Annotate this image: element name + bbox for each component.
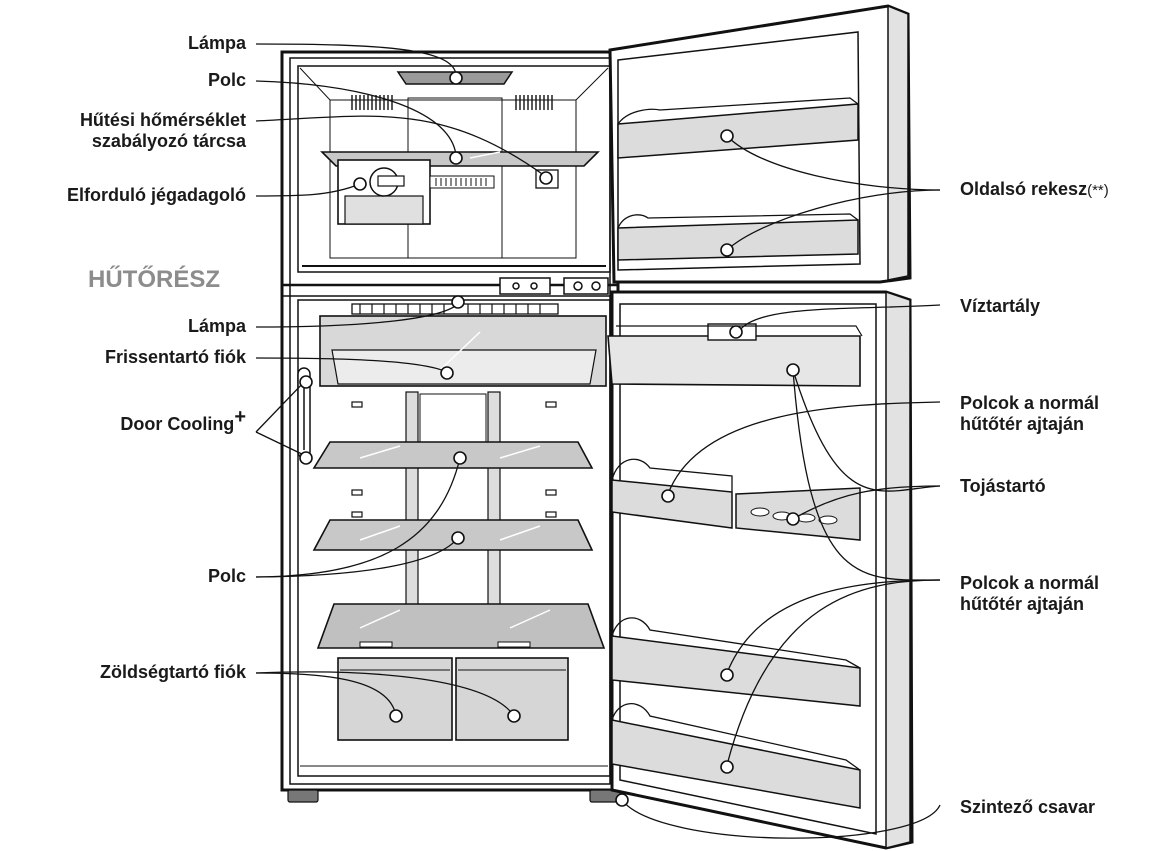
label-door-shelves-1: Polcok a normál hűtőtér ajtaján xyxy=(960,393,1099,435)
label-temp-dial: Hűtési hőmérséklet szabályozó tárcsa xyxy=(20,110,246,152)
fridge-compartment xyxy=(297,299,611,777)
label-temp-dial-line1: Hűtési hőmérséklet xyxy=(79,110,246,130)
label-door-shelves-2-line1: Polcok a normál xyxy=(960,573,1100,593)
control-panel xyxy=(499,277,609,295)
freezer-door xyxy=(608,4,912,284)
label-side-bin-mark: (**) xyxy=(1087,182,1109,199)
leader-dots xyxy=(299,71,800,807)
leader-lines xyxy=(255,43,941,839)
label-shelf-fridge: Polc xyxy=(207,566,246,586)
label-side-bin-text: Oldalsó rekesz xyxy=(960,179,1088,199)
feet xyxy=(287,789,621,803)
label-door-cooling-plus: + xyxy=(234,406,246,428)
label-lamp-freezer: Lámpa xyxy=(187,33,246,53)
label-lamp-fridge: Lámpa xyxy=(187,316,246,336)
label-side-bin: Oldalsó rekesz(**) xyxy=(960,179,1109,201)
freezer-compartment xyxy=(297,65,611,273)
label-water-tank: Víztartály xyxy=(960,296,1041,316)
label-door-cooling-text: Door Cooling xyxy=(120,414,235,434)
label-fresh-drawer: Frissentartó fiók xyxy=(104,347,246,367)
label-door-shelves-1-line2: hűtőtér ajtaján xyxy=(960,414,1085,434)
label-veg-drawer: Zöldségtartó fiók xyxy=(99,662,246,682)
label-leveling-screw: Szintező csavar xyxy=(960,797,1096,817)
label-door-shelves-2-line2: hűtőtér ajtaján xyxy=(960,594,1085,614)
label-door-cooling: Door Cooling+ xyxy=(20,407,246,435)
label-temp-dial-line2: szabályozó tárcsa xyxy=(91,131,246,151)
label-egg-tray: Tojástartó xyxy=(960,476,1046,496)
label-door-shelves-1-line1: Polcok a normál xyxy=(960,393,1100,413)
fridge-door xyxy=(607,290,914,850)
section-title-fridge: HŰTŐRÉSZ xyxy=(88,266,220,293)
label-shelf-freezer: Polc xyxy=(207,70,246,90)
label-ice-dispenser: Elforduló jégadagoló xyxy=(67,185,246,205)
label-door-shelves-2: Polcok a normál hűtőtér ajtaján xyxy=(960,573,1099,615)
